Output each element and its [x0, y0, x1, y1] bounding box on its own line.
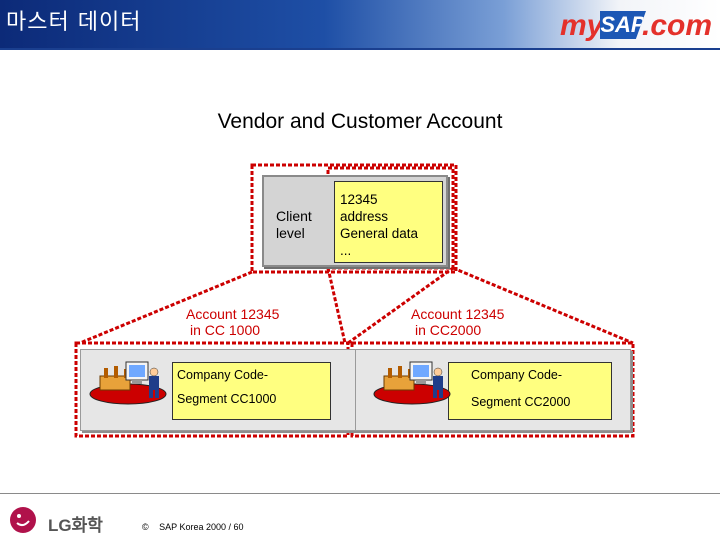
- copyright-notice: © SAP Korea 2000 / 60: [142, 522, 244, 532]
- mysap-logo: my SAP .com: [560, 7, 713, 43]
- account-cc1000-line2: in CC 1000: [190, 322, 261, 338]
- connector-right-outer: [452, 266, 634, 345]
- general-data-text: 12345 address General data ...: [340, 191, 418, 259]
- client-label-line1: Client: [276, 208, 312, 224]
- account-cc2000-line2: in CC2000: [415, 322, 482, 338]
- diagram-title-text: Vendor and Customer Account: [217, 110, 503, 133]
- company-code-label-cc2000: Company Code-: [471, 368, 563, 382]
- logo-sap: SAP: [600, 11, 646, 39]
- client-level-label: Client level: [276, 208, 312, 242]
- general-line-ellipsis: ...: [340, 243, 352, 258]
- lg-chem-logo-text: LG화학: [48, 516, 103, 535]
- lg-chem-logo: LG화학: [8, 505, 108, 535]
- company-code-label-cc1000: Company Code-: [177, 368, 269, 382]
- connector-right-inner: [347, 266, 454, 345]
- account-label-cc2000: Account 12345 in CC2000: [411, 306, 504, 338]
- footer-divider: [0, 493, 720, 494]
- factory-icon: [373, 366, 451, 405]
- connector-left-outer: [79, 270, 253, 345]
- header-title: 마스터 데이터: [6, 10, 142, 35]
- general-line-address: address: [340, 209, 389, 224]
- connector-left-inner: [326, 267, 347, 344]
- segment-label-cc2000: Segment CC2000: [471, 395, 571, 409]
- client-label-line2: level: [276, 225, 305, 241]
- computer-icon: [409, 361, 433, 384]
- cc2000-frame: [350, 341, 635, 438]
- factory-icon: [89, 366, 167, 405]
- logo-com: .com: [642, 9, 713, 42]
- company-code-box-cc1000: [172, 362, 331, 420]
- header-divider: [0, 48, 720, 50]
- general-line-general-data: General data: [340, 226, 419, 241]
- account-label-cc1000: Account 12345 in CC 1000: [186, 306, 279, 338]
- person-icon: [433, 367, 443, 398]
- account-cc1000-line1: Account 12345: [186, 306, 280, 322]
- lg-face-icon: [10, 507, 36, 533]
- computer-icon: [125, 361, 149, 384]
- copyright-icon: ©: [142, 522, 149, 532]
- account-cc2000-line1: Account 12345: [411, 306, 505, 322]
- general-line-number: 12345: [340, 192, 378, 207]
- person-icon: [149, 367, 159, 398]
- client-level-frame: [250, 163, 458, 274]
- segment-label-cc1000: Segment CC1000: [177, 392, 277, 406]
- header-bar: 마스터 데이터 my SAP .com: [0, 0, 720, 48]
- logo-my: my: [560, 9, 604, 42]
- diagram-title: Vendor and Customer Account: [0, 110, 720, 134]
- general-data-box: [334, 181, 443, 263]
- copyright-text: SAP Korea 2000 / 60: [159, 522, 244, 532]
